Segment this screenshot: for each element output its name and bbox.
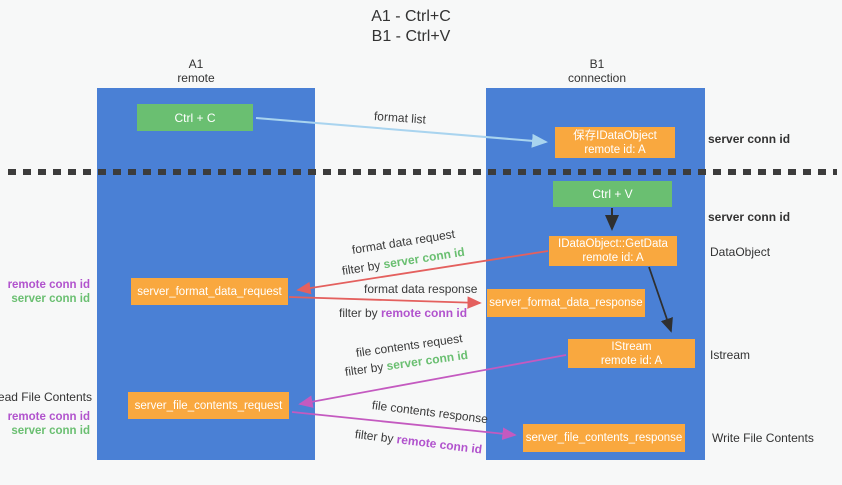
left-column-header: A1 remote <box>126 57 266 85</box>
server-file-contents-response-box: server_file_contents_response <box>523 424 685 452</box>
file-contents-response-label: file contents response <box>371 398 489 427</box>
getdata-line1: IDataObject::GetData <box>558 238 668 250</box>
server-format-data-request-box: server_format_data_request <box>131 278 288 305</box>
ctrl-v-label: Ctrl + V <box>592 187 633 201</box>
filter-prefix: filter by <box>354 427 398 447</box>
server-conn-id-side-label-mid: server conn id <box>708 210 791 224</box>
filter-by-remote-conn-id-label-2: filter by remote conn id <box>354 427 483 456</box>
save-dataobject-line2: remote id: A <box>584 143 646 156</box>
filter-prefix: filter by <box>344 359 388 379</box>
remote-conn-id-left-label-2: remote conn id <box>7 411 90 423</box>
ctrl-v-box: Ctrl + V <box>553 181 672 207</box>
ctrl-c-box: Ctrl + C <box>137 104 253 131</box>
format-data-response-label: format data response <box>364 282 478 296</box>
left-column-subtitle: remote <box>177 71 215 85</box>
format-data-response-arrow <box>288 296 482 309</box>
istream-side-label: Istream <box>710 348 751 362</box>
left-column-name: A1 <box>188 57 204 71</box>
ctrl-c-label: Ctrl + C <box>174 110 216 125</box>
filter-prefix: filter by <box>340 257 385 278</box>
server-format-data-response-box: server_format_data_response <box>487 289 645 317</box>
diagram-title: A1 - Ctrl+C B1 - Ctrl+V <box>0 7 822 47</box>
remote-conn-id-left-label-1: remote conn id <box>7 279 90 291</box>
title-line-1: A1 - Ctrl+C <box>371 8 451 25</box>
remote-conn-id-text: remote conn id <box>395 432 483 457</box>
server-file-contents-request-label: server_file_contents_request <box>134 399 283 412</box>
right-column-name: B1 <box>589 57 605 71</box>
right-column-subtitle: connection <box>567 71 627 85</box>
title-line-2: B1 - Ctrl+V <box>371 28 451 45</box>
remote-conn-id-text: remote conn id <box>381 306 468 320</box>
write-file-contents-label: Write File Contents <box>712 431 814 445</box>
istream-line1: IStream <box>611 340 652 353</box>
save-dataobject-line1: 保存IDataObject <box>573 129 657 142</box>
server-conn-id-left-label-1: server conn id <box>11 293 90 305</box>
istream-line2: remote id: A <box>600 354 663 367</box>
format-list-label: format list <box>373 109 427 127</box>
getdata-box: IDataObject::GetData remote id: A <box>549 236 677 266</box>
right-column-header: B1 connection <box>527 57 667 85</box>
dataobject-side-label: DataObject <box>710 245 771 259</box>
server-conn-id-side-label-top: server conn id <box>708 132 791 146</box>
getdata-line2: remote id: A <box>582 252 644 264</box>
filter-prefix: filter by <box>339 306 382 320</box>
save-dataobject-box: 保存IDataObject remote id: A <box>555 127 675 158</box>
server-file-contents-request-box: server_file_contents_request <box>128 392 289 419</box>
filter-by-remote-conn-id-label-1: filter by remote conn id <box>339 306 467 320</box>
istream-box: IStream remote id: A <box>568 339 695 368</box>
server-format-data-request-label: server_format_data_request <box>137 285 282 298</box>
server-format-data-response-label: server_format_data_response <box>489 297 643 309</box>
read-file-contents-label: Read File Contents <box>0 390 92 404</box>
server-file-contents-response-label: server_file_contents_response <box>525 432 683 444</box>
server-conn-id-left-label-2: server conn id <box>11 425 90 437</box>
